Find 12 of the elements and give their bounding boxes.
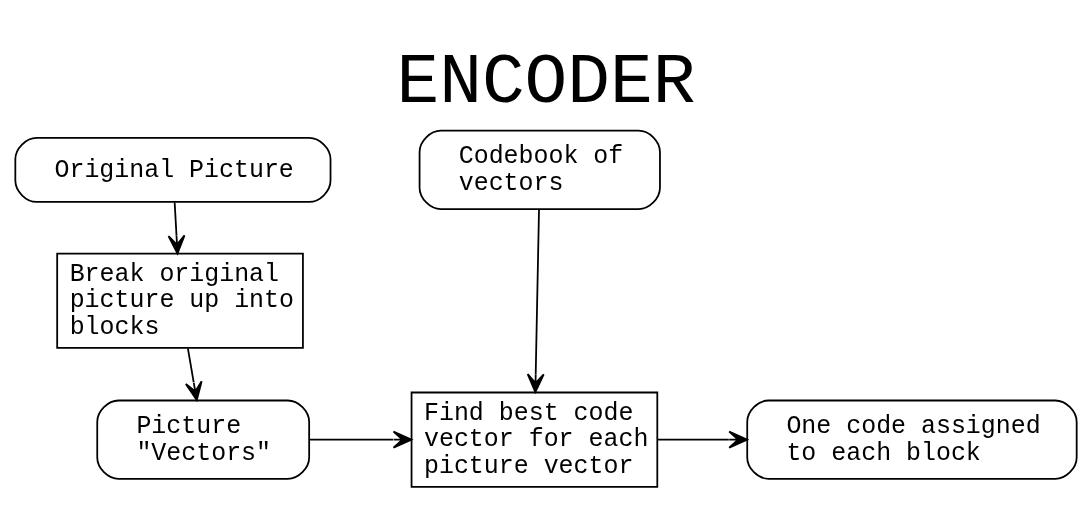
- node-box: Codebook of vectors: [418, 129, 661, 210]
- node-box: Break original picture up into blocks: [56, 252, 304, 349]
- arrow: [184, 347, 203, 402]
- arrow: [167, 201, 186, 255]
- arrow: [526, 208, 545, 393]
- node-box: One code assigned to each block: [746, 399, 1078, 480]
- arrow: [308, 430, 413, 449]
- node-box: Original Picture: [14, 136, 332, 203]
- node-box: Picture "Vectors": [96, 399, 311, 480]
- node-box: Find best code vector for each picture vector: [410, 391, 659, 488]
- diagram-title: ENCODER: [396, 43, 696, 124]
- arrow: [656, 430, 748, 449]
